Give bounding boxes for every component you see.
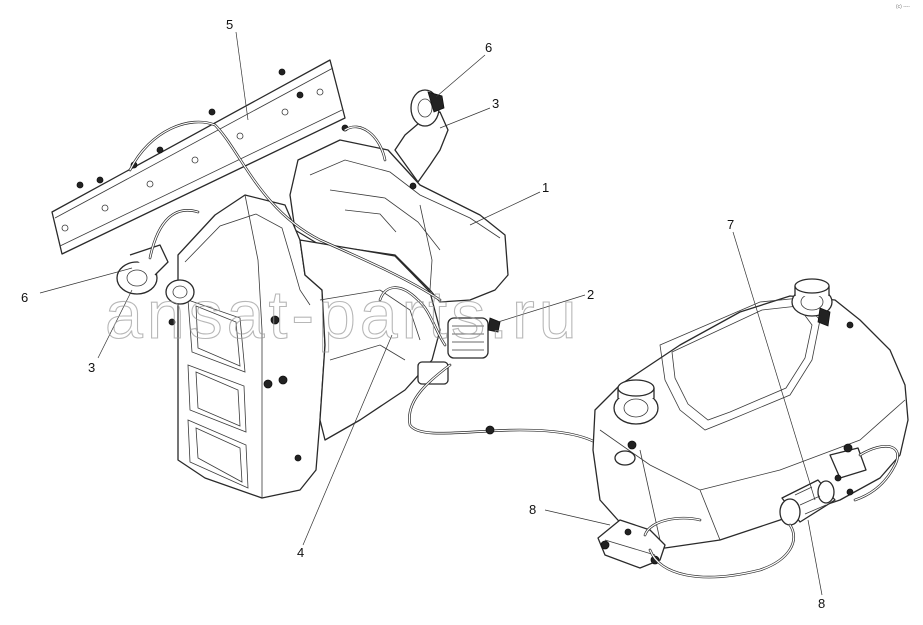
callout-3-left: 3 [88, 360, 95, 375]
callout-8-left: 8 [529, 502, 536, 517]
right-fuel-filter [648, 443, 899, 579]
callout-5: 5 [226, 17, 233, 32]
copyright-mark: (c) ---- [896, 4, 910, 10]
callout-3-top: 3 [492, 96, 499, 111]
callout-6-left: 6 [21, 290, 28, 305]
callout-labels: 1 2 3 3 4 5 6 6 7 8 8 [21, 17, 825, 611]
callout-6-top: 6 [485, 40, 492, 55]
callout-4: 4 [297, 545, 304, 560]
watermark-text: ansat-parts.ru [105, 277, 581, 353]
crossover-fuel-line [408, 363, 602, 447]
main-fuel-tank [116, 89, 509, 499]
callout-7: 7 [727, 217, 734, 232]
callout-8-bottom: 8 [818, 596, 825, 611]
leader-lines [39, 31, 823, 596]
callout-1: 1 [542, 180, 549, 195]
left-fuel-lines [128, 120, 501, 385]
mounting-rail [51, 59, 346, 255]
auxiliary-fuel-tank [592, 278, 909, 549]
callout-2: 2 [587, 287, 594, 302]
